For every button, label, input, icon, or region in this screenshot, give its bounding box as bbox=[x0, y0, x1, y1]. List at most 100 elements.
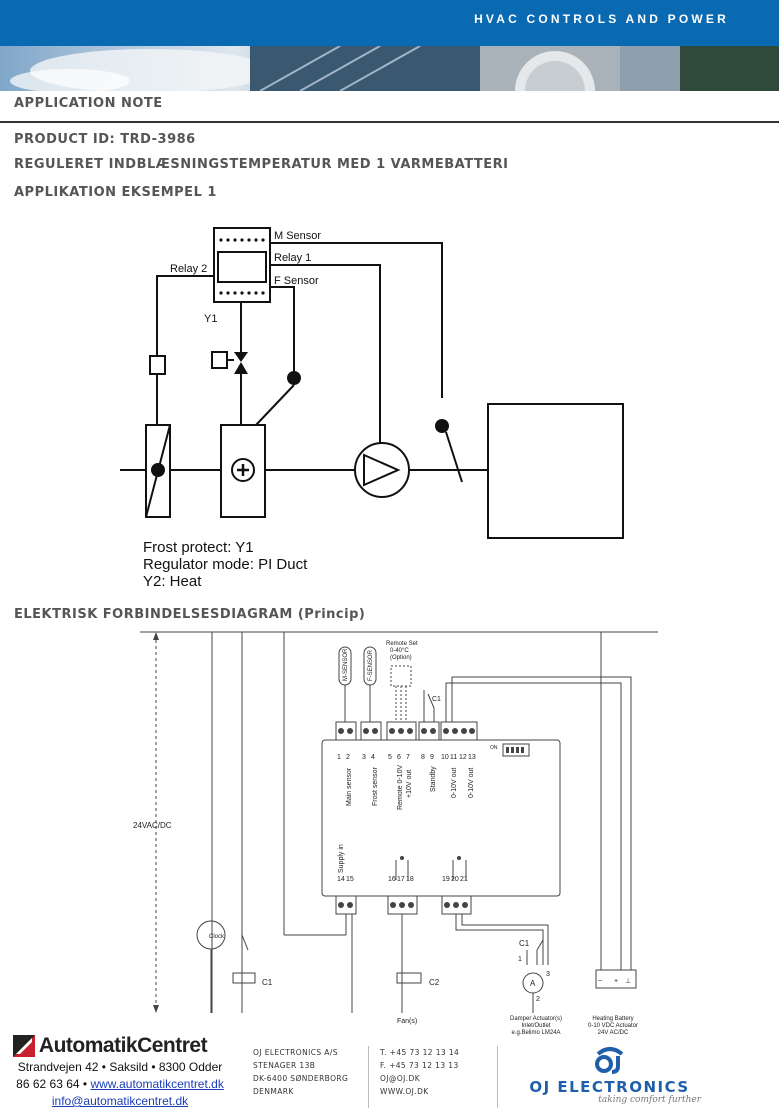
footer-divider-2 bbox=[497, 1046, 498, 1108]
label-remote: Remote 0-10V bbox=[397, 765, 404, 810]
note-frost: Frost protect: Y1 bbox=[143, 539, 254, 556]
label-10v-out: +10V out bbox=[406, 770, 413, 798]
label-standby: Standby bbox=[430, 766, 437, 792]
heating-line2: 0-10 VDC Actuator bbox=[587, 1023, 639, 1029]
automatik-phone-line: 86 62 63 64 • www.automatikcentret.dk bbox=[0, 1077, 240, 1091]
heating-caption: Heating Battery 0-10 VDC Actuator 24V AC… bbox=[578, 1016, 648, 1037]
note-y2: Y2: Heat bbox=[143, 573, 202, 590]
label-m-sensor: M Sensor bbox=[274, 230, 321, 242]
damper-actuator-symbol bbox=[522, 972, 544, 994]
oj-website[interactable]: WWW.OJ.DK bbox=[380, 1087, 429, 1096]
automatik-address: Strandvejen 42 • Saksild • 8300 Odder bbox=[17, 1060, 223, 1074]
relay-coil-c1 bbox=[232, 972, 256, 984]
damper-caption: Damper Actuator(s) Inlet/Outlet e.g.Beli… bbox=[496, 1016, 576, 1037]
terminal-10: 10 bbox=[441, 754, 449, 761]
terminal-11: 11 bbox=[450, 754, 457, 761]
remote-set-line2: 0-40°C bbox=[390, 648, 409, 654]
actuator-pin-3: 3 bbox=[546, 971, 550, 978]
heating-symbol-ac: ~ bbox=[598, 978, 602, 985]
damper-line3: e.g.Belimo LM24A bbox=[511, 1030, 561, 1036]
terminal-13: 13 bbox=[468, 754, 476, 761]
room-box bbox=[487, 403, 624, 539]
actuator-pin-1: 1 bbox=[518, 956, 522, 963]
label-relay2: Relay 2 bbox=[170, 263, 207, 275]
controller-display bbox=[217, 251, 267, 283]
m-sensor-tag: M-SENSOR bbox=[343, 648, 349, 681]
oj-logo: OJ ELECTRONICS taking comfort further bbox=[512, 1044, 707, 1105]
oj-address-line3: DK-6400 SØNDERBORG bbox=[253, 1074, 349, 1083]
footer-divider-1 bbox=[368, 1046, 369, 1108]
automatik-logo-icon bbox=[12, 1035, 35, 1057]
remote-set-line1: Remote Set bbox=[386, 641, 418, 647]
example-title: APPLIKATION EKSEMPEL 1 bbox=[14, 185, 217, 200]
automatik-website-link[interactable]: www.automatikcentret.dk bbox=[90, 1077, 224, 1091]
coil-c2-label: C2 bbox=[429, 978, 440, 987]
actuator-a: A bbox=[530, 979, 536, 988]
main-sensor bbox=[435, 419, 449, 433]
damper-line2: Inlet/Outlet bbox=[521, 1023, 551, 1029]
terminal-20: 20 bbox=[451, 876, 459, 883]
terminal-15: 15 bbox=[346, 876, 354, 883]
terminal-1: 1 bbox=[337, 754, 341, 761]
dip-on-label: ON bbox=[490, 745, 498, 751]
oj-address-line4: DENMARK bbox=[253, 1087, 294, 1096]
terminal-3: 3 bbox=[362, 754, 366, 761]
terminal-14: 14 bbox=[337, 876, 345, 883]
oj-phone: T. +45 73 12 13 14 bbox=[380, 1048, 460, 1057]
oj-email[interactable]: OJ@OJ.DK bbox=[380, 1074, 421, 1083]
oj-contact: T. +45 73 12 13 14 F. +45 73 12 13 13 OJ… bbox=[380, 1046, 459, 1098]
label-supply-in: Supply in bbox=[338, 844, 345, 873]
clock-label: Clock bbox=[209, 934, 225, 940]
heating-terminal-box bbox=[595, 969, 637, 989]
terminal-16: 16 bbox=[388, 876, 396, 883]
doc-subtitle: REGULERET INDBLÆSNINGSTEMPERATUR MED 1 V… bbox=[14, 157, 509, 172]
automatik-logo: AutomatikCentret bbox=[0, 1034, 240, 1058]
terminal-6: 6 bbox=[397, 754, 401, 761]
terminal-2: 2 bbox=[346, 754, 350, 761]
terminal-5: 5 bbox=[388, 754, 392, 761]
damper-line1: Damper Actuator(s) bbox=[509, 1016, 563, 1022]
terminal-21: 21 bbox=[460, 876, 468, 883]
f-sensor-tag: F-SENSOR bbox=[368, 649, 374, 681]
automatik-email-link[interactable]: info@automatikcentret.dk bbox=[51, 1094, 189, 1108]
standby-c1-label: C1 bbox=[432, 696, 441, 703]
valve-symbol bbox=[234, 352, 248, 362]
frost-sensor bbox=[287, 371, 301, 385]
oj-tagline: taking comfort further bbox=[598, 1095, 701, 1105]
note-regulator: Regulator mode: PI Duct bbox=[143, 556, 308, 573]
terminal-18: 18 bbox=[406, 876, 414, 883]
oj-logo-text: OJ ELECTRONICS bbox=[529, 1078, 690, 1096]
actuator-pin-2: 2 bbox=[536, 996, 540, 1003]
label-0-10v-out-b: 0-10V out bbox=[468, 768, 475, 798]
label-main-sensor: Main sensor bbox=[346, 767, 353, 806]
header-banner: HVAC CONTROLS AND POWER bbox=[0, 0, 779, 46]
oj-logo-icon bbox=[594, 1047, 623, 1074]
terminal-4: 4 bbox=[371, 754, 375, 761]
terminal-7: 7 bbox=[406, 754, 410, 761]
banner-title: HVAC CONTROLS AND POWER bbox=[474, 12, 729, 26]
heating-symbol-ground: ⊥ bbox=[625, 978, 631, 985]
relay-coil-c2 bbox=[396, 972, 422, 984]
footer-automatikcentret: AutomatikCentret Strandvejen 42 • Saksil… bbox=[0, 1034, 240, 1108]
remote-set-line3: (Option) bbox=[390, 655, 412, 661]
oj-address: OJ ELECTRONICS A/S STENAGER 13B DK-6400 … bbox=[253, 1046, 348, 1098]
terminal-8: 8 bbox=[421, 754, 425, 761]
terminal-9: 9 bbox=[430, 754, 434, 761]
fans-label: Fan(s) bbox=[397, 1018, 417, 1025]
product-id: PRODUCT ID: TRD-3986 bbox=[14, 132, 196, 147]
heating-line1: Heating Battery bbox=[592, 1016, 634, 1022]
divider bbox=[0, 121, 779, 123]
heating-line3: 24V AC/DC bbox=[597, 1030, 629, 1036]
supply-voltage: 24VAC/DC bbox=[133, 821, 172, 830]
oj-address-line1: OJ ELECTRONICS A/S bbox=[253, 1048, 338, 1057]
label-y1: Y1 bbox=[204, 313, 217, 325]
terminal-12: 12 bbox=[459, 754, 467, 761]
damper-actuator bbox=[149, 355, 166, 375]
coil-c1-label: C1 bbox=[262, 978, 273, 987]
oj-fax: F. +45 73 12 13 13 bbox=[380, 1061, 459, 1070]
label-relay1: Relay 1 bbox=[274, 252, 311, 264]
oj-address-line2: STENAGER 13B bbox=[253, 1061, 316, 1070]
actuator-c1-label: C1 bbox=[519, 939, 530, 948]
app-note-label: APPLICATION NOTE bbox=[14, 96, 163, 111]
header-photo bbox=[0, 46, 779, 91]
